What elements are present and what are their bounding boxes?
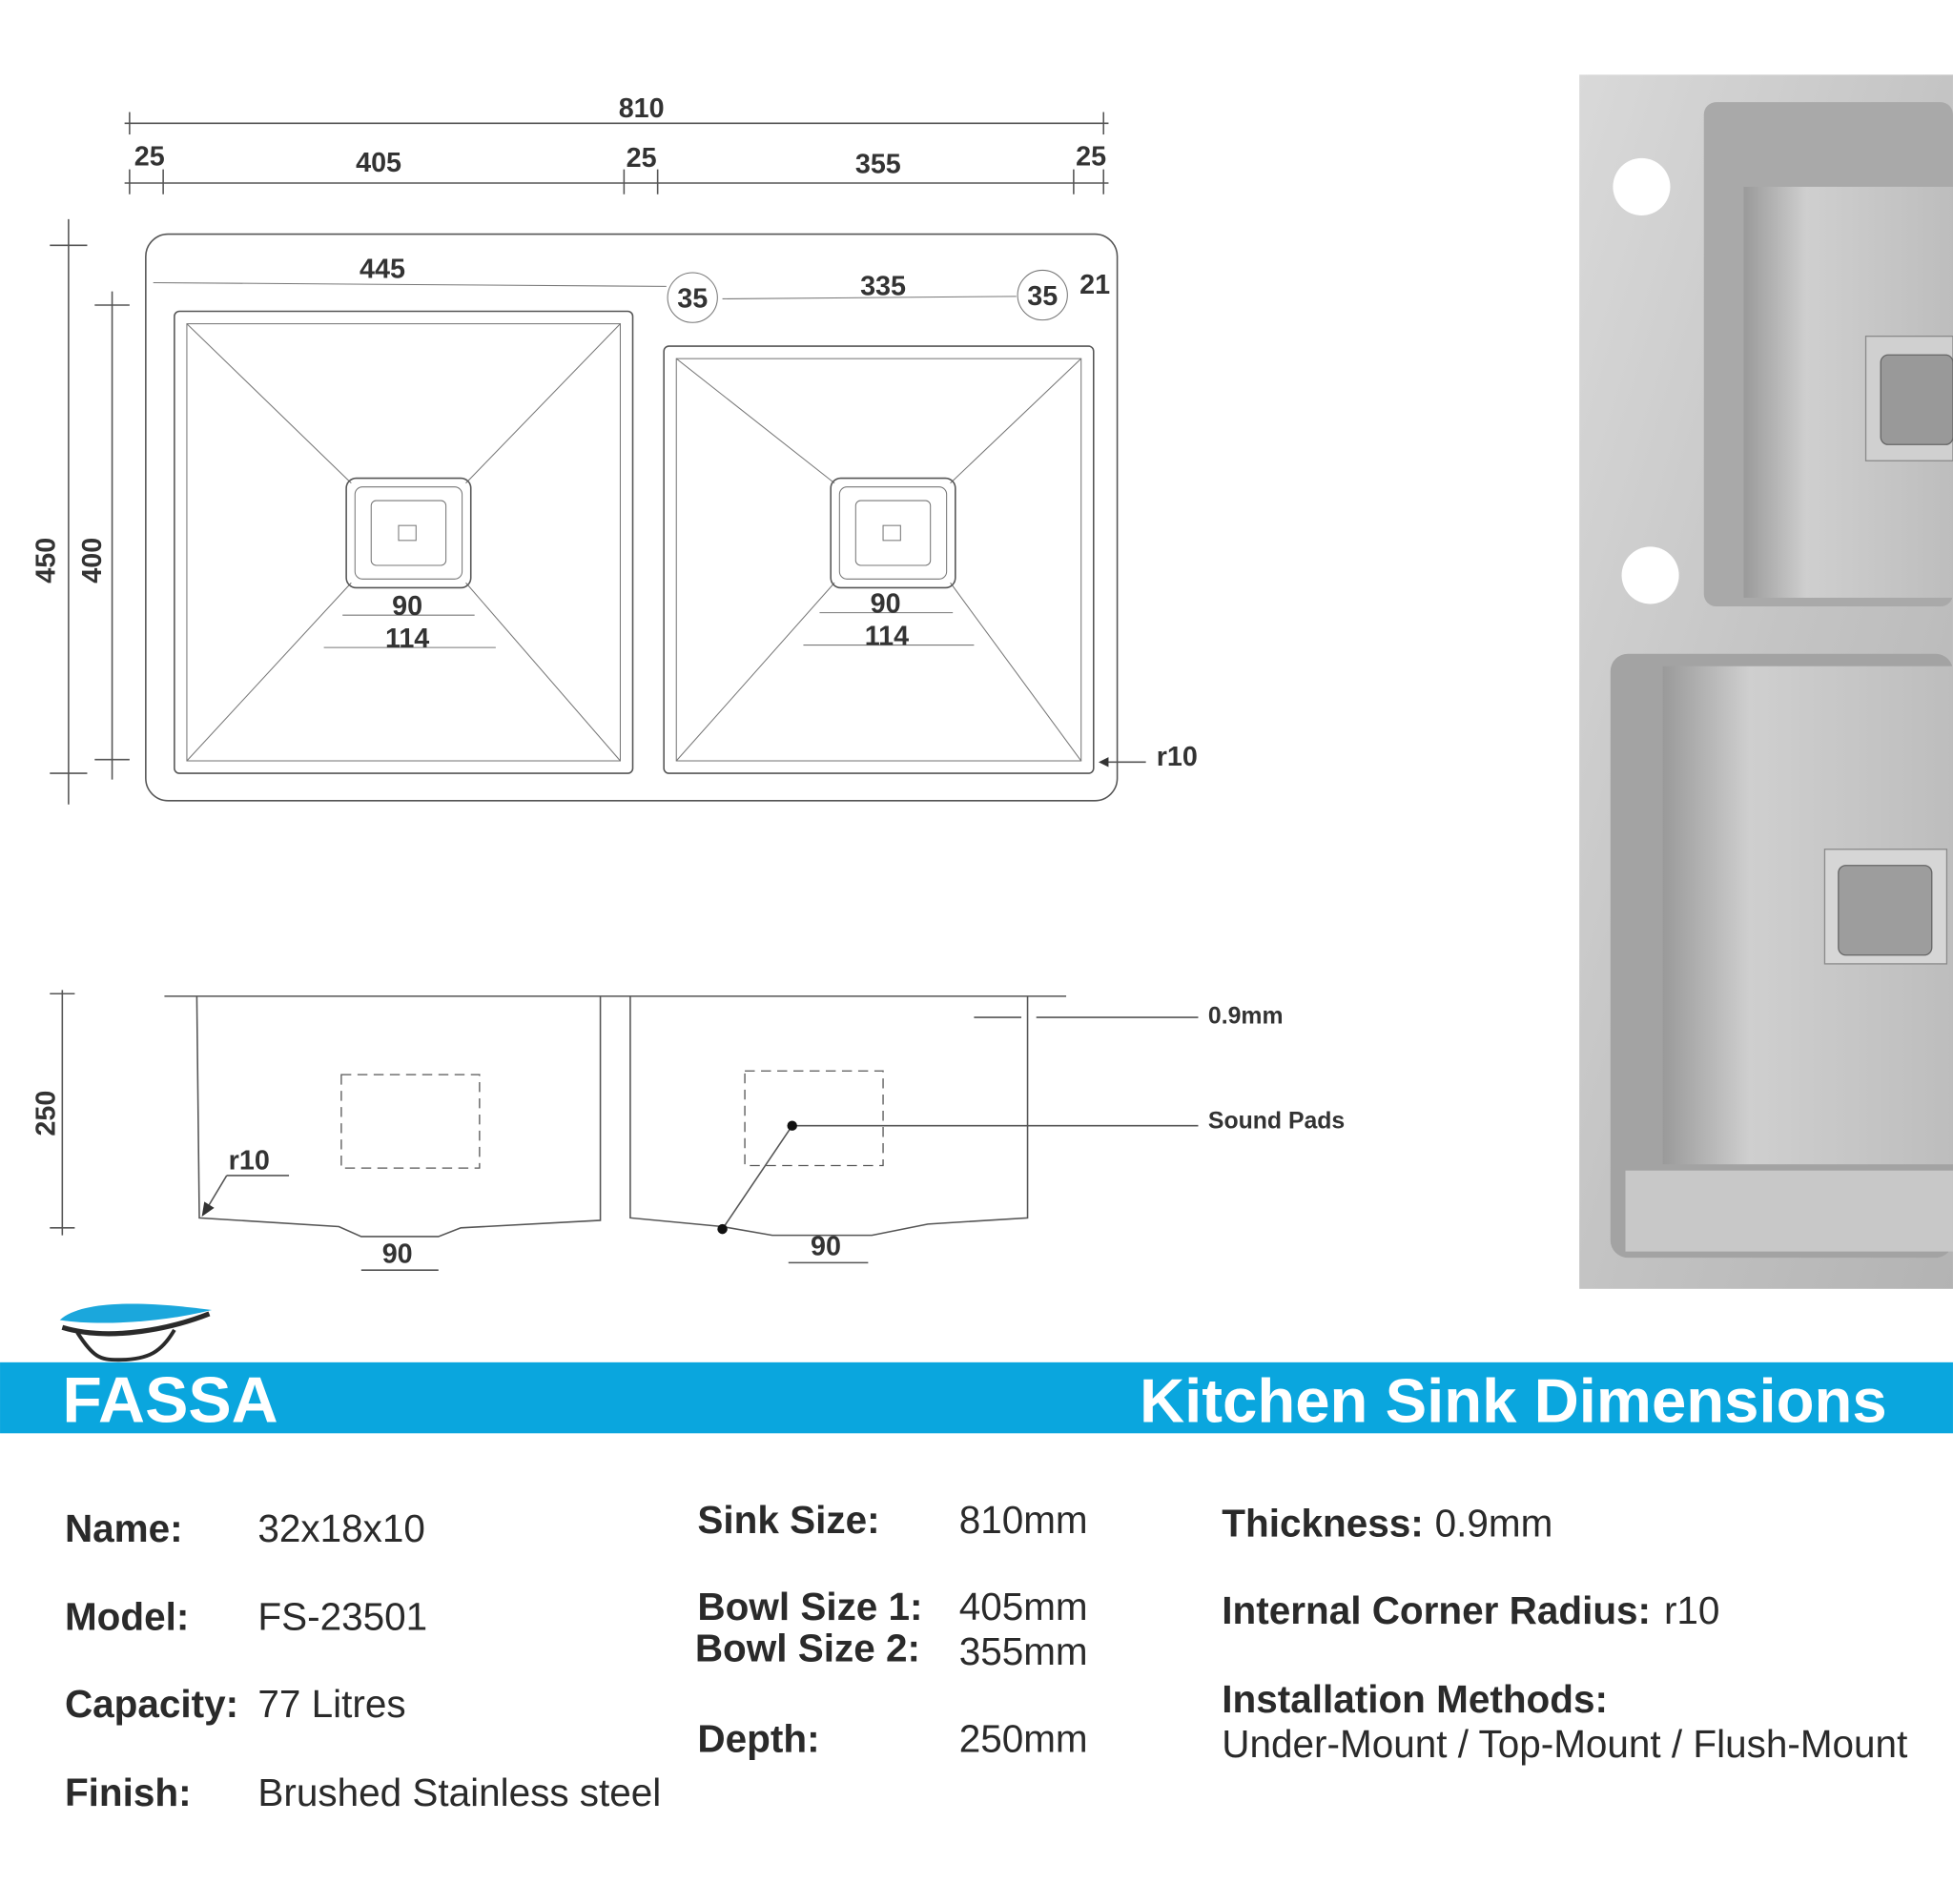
dim-gap1: 35 <box>677 284 708 315</box>
spec-value: Brushed Stainless steel <box>257 1771 661 1814</box>
dim-overall-depth: 450 <box>31 538 61 583</box>
brand-name: FASSA <box>62 1365 278 1437</box>
spec-value: 355mm <box>959 1629 1088 1673</box>
spec-label: Sink Size: <box>697 1498 879 1542</box>
spec-label: Depth: <box>697 1717 819 1761</box>
dim-gap2: 35 <box>1027 281 1058 312</box>
top-dimensions: 810 25 405 25 355 25 <box>124 93 1109 194</box>
dim-corner-radius: r10 <box>1157 742 1198 772</box>
dim-bowl-depth: 400 <box>77 538 108 583</box>
dim-side-drain1: 90 <box>382 1239 413 1269</box>
spec-label: Installation Methods: <box>1222 1677 1608 1721</box>
spec-label: Bowl Size 1: <box>697 1585 922 1628</box>
dim-seg: 25 <box>134 142 165 173</box>
dim-seg: 405 <box>356 148 401 178</box>
dim-drain2-inner: 90 <box>871 589 901 620</box>
spec-value: 0.9mm <box>1435 1502 1553 1546</box>
spec-value: 250mm <box>959 1717 1088 1761</box>
dim-drain-outer: 114 <box>385 624 429 654</box>
product-photo <box>1579 74 1953 1289</box>
spec-label: Bowl Size 2: <box>695 1626 920 1669</box>
left-dimensions: 450 400 <box>31 218 130 805</box>
spec-label: Internal Corner Radius: <box>1222 1588 1651 1632</box>
spec-value: 77 Litres <box>257 1682 405 1726</box>
spec-value: Under-Mount / Top-Mount / Flush-Mount <box>1222 1722 1907 1766</box>
page-title: Kitchen Sink Dimensions <box>1140 1366 1887 1436</box>
dim-side-radius: r10 <box>229 1145 270 1176</box>
plan-view: 445 35 335 35 21 90 114 90 114 <box>145 233 1198 802</box>
spec-label: Capacity: <box>65 1682 238 1726</box>
thickness-callout: 0.9mm <box>1208 1004 1284 1030</box>
dim-drain2-outer: 114 <box>865 622 909 652</box>
dim-side-drain2: 90 <box>811 1232 841 1262</box>
spec-label: Finish: <box>65 1771 192 1814</box>
dim-drain-inner: 90 <box>392 591 422 622</box>
dim-overall-width: 810 <box>619 93 665 124</box>
dim-height: 250 <box>31 1091 61 1136</box>
dim-seg: 355 <box>855 150 901 180</box>
spec-label: Model: <box>65 1595 189 1639</box>
banner <box>0 1361 1953 1434</box>
dim-bowl2-length: 335 <box>860 272 906 302</box>
specs: Name: 32x18x10 Model: FS-23501 Capacity:… <box>65 1498 1907 1814</box>
side-view: 250 0.9mm Sound Pads r10 90 90 <box>31 990 1345 1271</box>
dim-bowl1-length: 445 <box>360 254 405 284</box>
spec-value: 32x18x10 <box>257 1506 425 1550</box>
spec-value: 810mm <box>959 1498 1088 1542</box>
dim-seg: 25 <box>1076 142 1106 173</box>
dim-edge: 21 <box>1079 270 1110 300</box>
spec-value: r10 <box>1664 1588 1719 1632</box>
spec-value: 405mm <box>959 1585 1088 1628</box>
spec-value: FS-23501 <box>257 1595 427 1639</box>
fassa-logo <box>59 1303 213 1362</box>
spec-label: Thickness: <box>1222 1502 1423 1546</box>
dim-seg: 25 <box>627 143 657 174</box>
sound-pads-callout: Sound Pads <box>1208 1108 1345 1134</box>
spec-label: Name: <box>65 1506 183 1550</box>
